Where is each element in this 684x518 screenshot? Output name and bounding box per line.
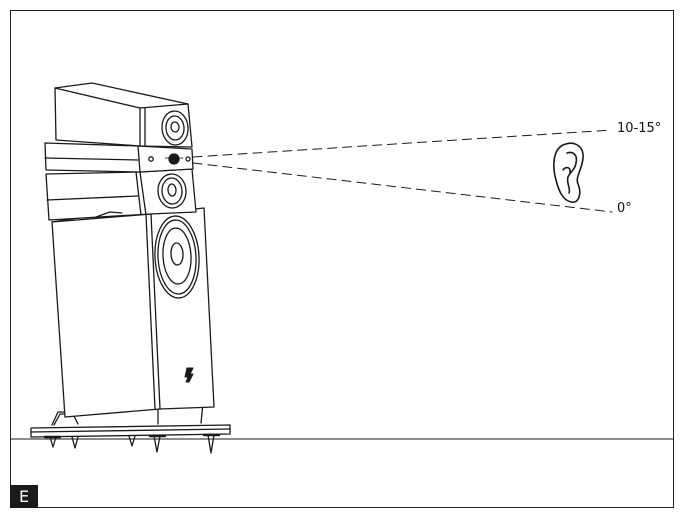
ear-icon [553,142,584,203]
main-cabinet [51,207,215,418]
speaker-base [30,402,231,454]
tweeter-driver [161,110,189,146]
angle-label-lower: 0° [617,201,632,216]
panel-letter-badge: E [10,485,38,508]
midrange-driver [157,173,187,209]
tweeter-axis-marker [168,153,180,165]
cabinet-edge [150,213,161,410]
axis-line-upper [192,129,613,158]
listening-axis-lines [192,129,613,213]
speaker-illustration [30,82,231,454]
woofer-driver [154,215,200,299]
axis-line-lower [192,162,613,213]
focal-logo-icon [184,367,194,383]
angle-label-upper: 10-15° [617,121,662,136]
